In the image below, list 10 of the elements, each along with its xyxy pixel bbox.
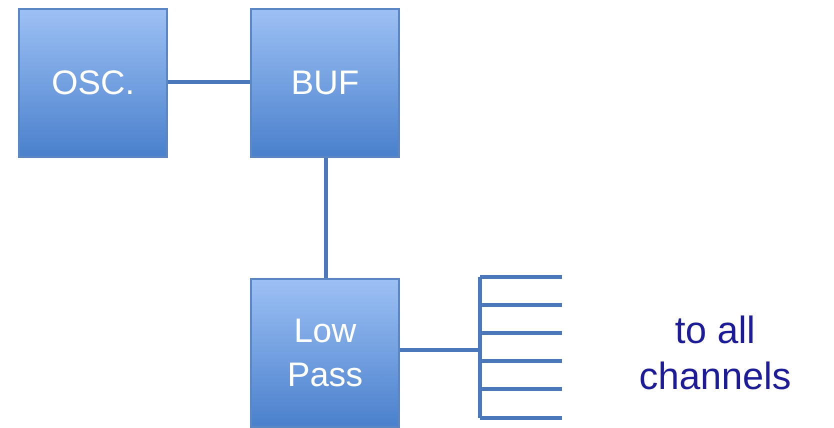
note-text: to all channels [638,309,792,400]
block-box [250,8,400,158]
connector-line [400,348,478,352]
connector-line [168,80,250,84]
block-label: Low Pass [286,310,364,396]
block-box [18,8,168,158]
block-label: OSC. [51,62,135,104]
block-label: BUF [291,62,359,104]
block-box [250,278,400,428]
connector-line [324,158,328,278]
